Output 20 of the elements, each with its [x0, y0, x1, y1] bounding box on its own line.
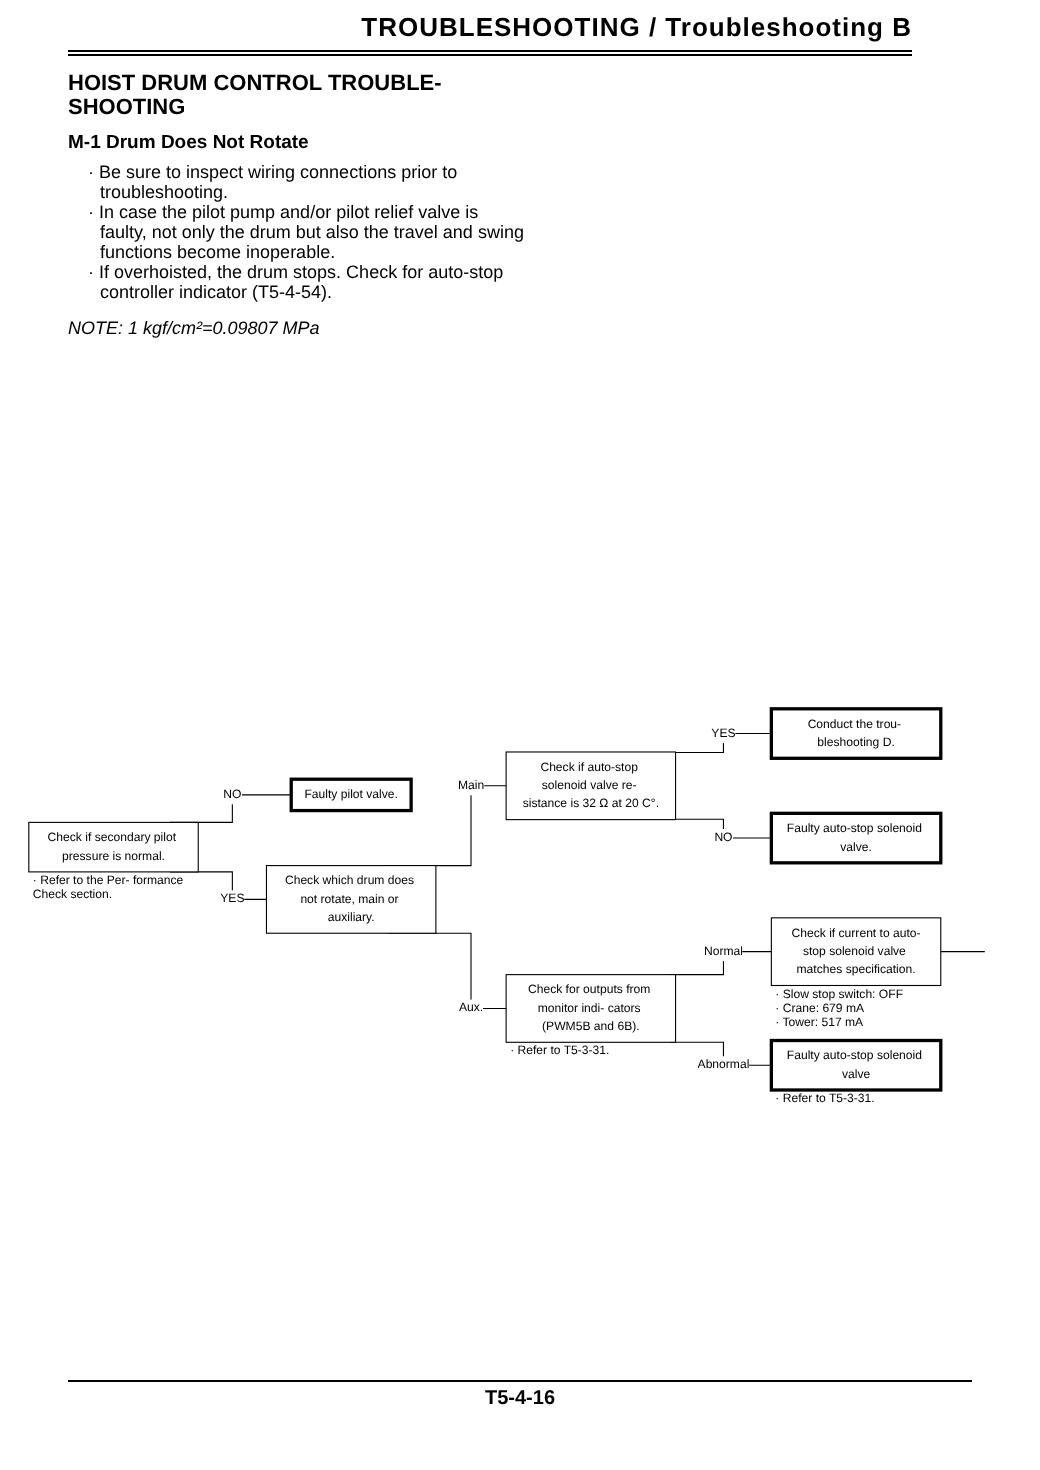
node-box	[505, 752, 677, 821]
node-box	[289, 778, 413, 813]
page-title: TROUBLESHOOTING / Troubleshooting B	[68, 12, 912, 56]
bullet-note: · In case the pilot pump and/or pilot relief valve is faulty, not only the drum but also the travel and swing functions become inoperable.	[88, 202, 526, 262]
node-box	[28, 822, 199, 874]
page-number: T5-4-16	[484, 1388, 555, 1410]
node-box	[265, 865, 437, 935]
node-box	[770, 917, 942, 987]
section-heading: HOIST DRUM CONTROL TROUBLE- SHOOTING	[68, 72, 444, 120]
node-box	[505, 974, 677, 1044]
node-box	[769, 812, 943, 866]
connector	[675, 733, 772, 754]
connector	[675, 819, 772, 840]
node-box	[769, 1039, 943, 1093]
subsection-heading: M-1 Drum Does Not Rotate	[68, 132, 311, 154]
bullet-note: · If overhoisted, the drum stops. Check for auto-stop controller indicator (T5-4-54).	[88, 262, 506, 302]
connector	[940, 951, 986, 953]
bullet-note: · Be sure to inspect wiring connections prior to troubleshooting.	[88, 162, 460, 202]
note-text: NOTE: 1 kgf/cm²=0.09807 MPa	[68, 318, 322, 338]
node-box	[769, 707, 943, 761]
